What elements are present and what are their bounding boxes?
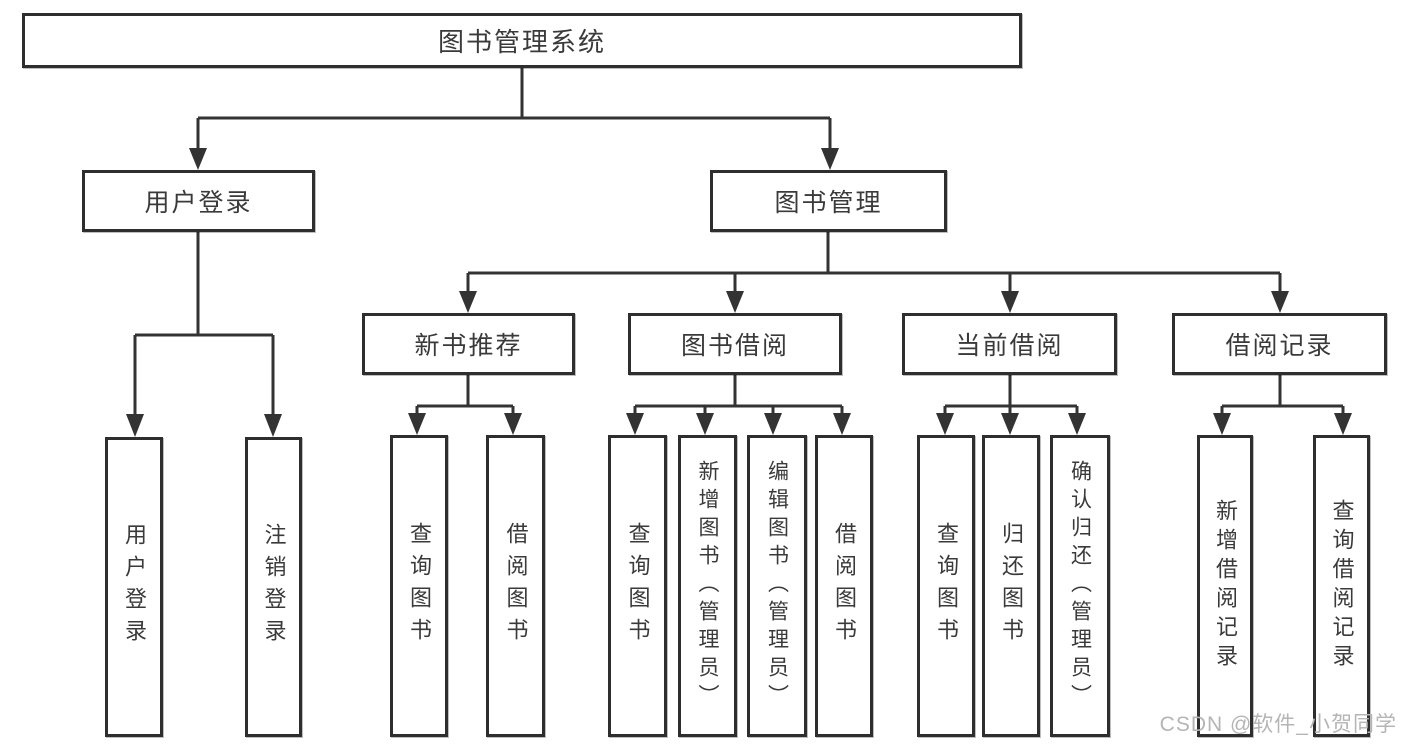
leaf-logout: 注销登录 — [245, 437, 302, 737]
leaf-logout-label: 注销登录 — [261, 523, 287, 651]
leaf-cb-confirm-return-admin: 确认归还（管理员） — [1050, 435, 1110, 737]
leaf-br-query-record: 查询借阅记录 — [1313, 435, 1370, 737]
node-book-borrowing-label: 图书借阅 — [680, 332, 789, 360]
node-new-book-recommend: 新书推荐 — [362, 313, 575, 375]
node-root-label: 图书管理系统 — [437, 27, 606, 57]
leaf-user-login: 用户登录 — [105, 437, 163, 737]
leaf-cb-query-books: 查询图书 — [917, 435, 975, 737]
leaf-bb-query-books-label: 查询图书 — [625, 522, 651, 650]
node-user-login: 用户登录 — [82, 170, 315, 232]
node-new-book-recommend-label: 新书推荐 — [414, 332, 523, 360]
leaf-cb-confirm-return-admin-label: 确认归还（管理员） — [1068, 460, 1092, 712]
node-borrowing-records: 借阅记录 — [1172, 313, 1387, 375]
leaf-bb-edit-books-admin: 编辑图书（管理员） — [747, 435, 807, 737]
leaf-cb-return-books: 归还图书 — [982, 435, 1040, 737]
node-user-login-label: 用户登录 — [144, 189, 253, 217]
node-root: 图书管理系统 — [22, 13, 1022, 68]
leaf-br-add-record-label: 新增借阅记录 — [1213, 499, 1238, 673]
csdn-watermark: CSDN @软件_小贺同学 — [1159, 713, 1397, 736]
leaf-br-add-record: 新增借阅记录 — [1197, 435, 1253, 737]
leaf-nbr-borrow-books-label: 借阅图书 — [503, 522, 529, 650]
leaf-user-login-label: 用户登录 — [122, 523, 147, 651]
leaf-cb-return-books-label: 归还图书 — [999, 522, 1024, 650]
node-borrowing-records-label: 借阅记录 — [1225, 332, 1334, 360]
leaf-nbr-query-books-label: 查询图书 — [407, 522, 432, 650]
leaf-cb-query-books-label: 查询图书 — [934, 522, 959, 650]
leaf-bb-add-books-admin: 新增图书（管理员） — [678, 435, 737, 737]
leaf-bb-add-books-admin-label: 新增图书（管理员） — [696, 460, 719, 712]
node-current-borrowing-label: 当前借阅 — [955, 332, 1064, 360]
leaf-bb-borrow-books: 借阅图书 — [815, 435, 873, 737]
leaf-nbr-query-books: 查询图书 — [390, 435, 448, 737]
leaf-nbr-borrow-books: 借阅图书 — [486, 435, 545, 737]
leaf-bb-borrow-books-label: 借阅图书 — [832, 522, 857, 650]
leaf-br-query-record-label: 查询借阅记录 — [1329, 499, 1355, 673]
leaf-bb-edit-books-admin-label: 编辑图书（管理员） — [765, 460, 789, 712]
arrowheads — [126, 148, 1352, 437]
leaf-bb-query-books: 查询图书 — [608, 435, 667, 737]
node-book-management-label: 图书管理 — [774, 189, 883, 217]
node-current-borrowing: 当前借阅 — [902, 313, 1117, 375]
node-book-borrowing: 图书借阅 — [628, 313, 842, 375]
node-book-management: 图书管理 — [710, 170, 947, 232]
connector-paths — [133, 68, 1345, 418]
